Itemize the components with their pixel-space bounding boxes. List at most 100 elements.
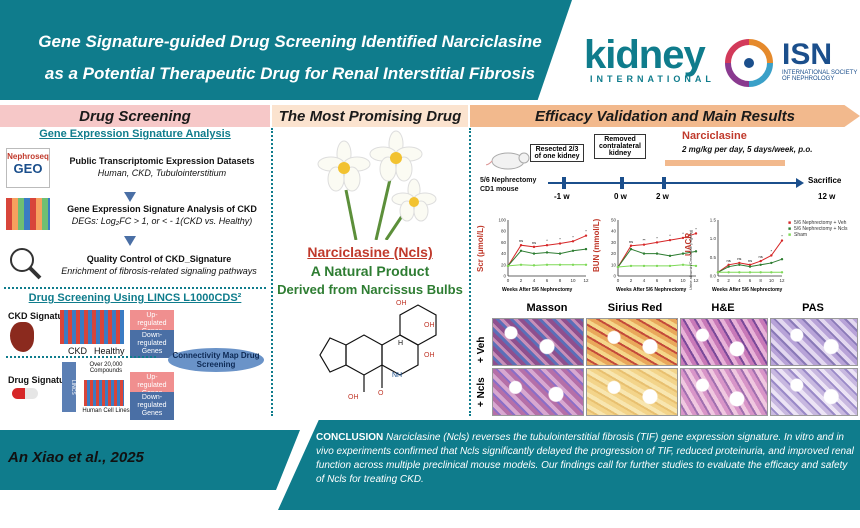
section-efficacy: Efficacy Validation and Main Results [470,105,860,127]
drug-natural: A Natural Product [310,263,430,279]
title-line-1: Gene Signature-guided Drug Screening Ide… [38,32,542,51]
qc-sub: Enrichment of fibrosis-related signaling… [61,266,257,276]
chart3-point [716,271,720,274]
nephroseq-logo: Nephroseq [7,152,49,161]
chart3-point [727,263,730,266]
chart3-xtick: 10 [769,278,775,283]
chart3-ylabel2: Urine albumin/Creatinine (mg/mg) [688,229,693,290]
chart3-point [759,263,762,266]
chart1-ytick: 100 [498,218,506,223]
chart3-point [748,265,752,268]
chart2-point [655,241,659,244]
chart1-point [558,252,562,255]
atom-oh-right2: OH [424,352,435,359]
section-promising-drug: The Most Promising Drug [272,105,468,127]
chart1-annotation: * [572,234,574,239]
chart2-point [668,254,672,258]
mouse-icon [481,148,530,170]
chart2-xtick: 12 [693,278,699,283]
chart2-ytick: 0 [613,274,616,279]
chart2-ylabel: BUN (mmol/L) [592,218,601,272]
chart2-point [655,264,659,268]
stain-pas: PAS [802,302,824,314]
atom-h: H [398,340,404,347]
geo-logo: GEO [13,161,43,176]
chart2-xlabel: Weeks After 5/6 Nephrectomy [616,287,687,293]
histo-sirius-veh [586,318,678,366]
chart1-xtick: 6 [546,278,549,283]
compounds-label: Over 20,000 Compounds [89,362,123,374]
magnifier-icon [8,246,42,280]
isn-logo-sub2: OF NEPHROLOGY [782,76,835,82]
divider-1 [271,128,273,416]
stain-he: H&E [711,302,735,314]
chart1-point [519,244,523,247]
chart3-point [780,271,784,274]
timeline-line [548,182,800,184]
chart3-annotation: ns [748,258,752,263]
histo-pas-ncls [770,368,858,416]
chart3-xtick: 12 [779,278,785,283]
chart3-point [748,271,752,274]
chart3-point [780,239,784,242]
chart2-annotation: * [695,226,697,231]
chart1-xtick: 12 [583,278,589,283]
chart2-point [681,252,685,255]
heatmap-thumbnail [6,198,50,230]
stain-sirius: Sirius Red [607,302,663,314]
chart1-point [545,251,549,254]
chart3-ytick: 1.0 [710,236,717,241]
atom-nh: NH [392,372,403,379]
cmap-bubble: Connectivity Map Drug Screening [168,348,264,372]
chart2-ytick: 30 [611,240,617,245]
chart1-ytick: 80 [501,229,507,234]
histo-masson-veh [492,318,584,366]
chart2-point [616,265,620,269]
chart3-point [770,271,773,274]
chart1-xtick: 8 [559,278,562,283]
chart1-annotation: * [546,238,548,243]
chart2-xtick: 2 [630,278,633,283]
chart2-point [629,264,633,268]
ckd-label: CKD [68,346,88,356]
chart3-point [780,258,784,261]
atom-oh-top: OH [396,300,407,307]
isn-logo-text: ISN [782,38,833,71]
chart1-ytick: 0 [503,274,506,279]
ckd-heatmap [60,310,124,344]
atom-oh-bottom: OH [348,394,359,401]
section-drug-screening: Drug Screening [0,105,270,127]
chart2-annotation: * [682,231,684,236]
drug-heatmap [84,380,124,406]
histo-he-veh [680,318,768,366]
gesa-ckd-title: Gene Expression Signature Analysis of CK… [67,204,257,214]
chart2-ytick: 40 [611,229,617,234]
chart2-ytick: 50 [611,218,617,223]
isn-logo: ISN INTERNATIONAL SOCIETY OF NEPHROLOGY [782,38,857,83]
chart1-point [558,242,562,245]
conclusion-text: Narciclasine (Ncls) reverses the tubuloi… [316,432,854,485]
chart3-ytick: 1.5 [710,218,717,223]
conclusion: CONCLUSION Narciclasine (Ncls) reverses … [316,431,854,487]
drug-derived: Derived from Narcissus Bulbs [277,282,463,297]
chart2-ytick: 10 [611,262,617,267]
chart3-ytick: 0.5 [710,255,717,260]
dose-text: 2 mg/kg per day, 5 days/week, p.o. [682,145,813,154]
chart1-point [519,249,523,252]
chart1-point [532,245,536,249]
t-0: 0 w [614,192,627,201]
chart2-point [694,264,698,268]
molecule-structure: OH OH OH H NH OH O [306,300,446,412]
chart1-point [558,263,562,266]
chart1-ytick: 40 [501,251,507,256]
chart1-point [571,263,575,266]
capsule-icon [12,388,38,399]
chart1-point [584,263,588,266]
ckd-signature-label: CKD Signature [8,311,72,321]
chart3-ytick: 0.0 [710,274,717,279]
chart3-xtick: 6 [749,278,752,283]
chart1-point [584,234,588,237]
drug-signature-label: Drug Signature [8,375,74,385]
chart1-point [532,252,536,255]
legend-veh: ■5/6 Nephrectomy + Veh [788,220,847,226]
